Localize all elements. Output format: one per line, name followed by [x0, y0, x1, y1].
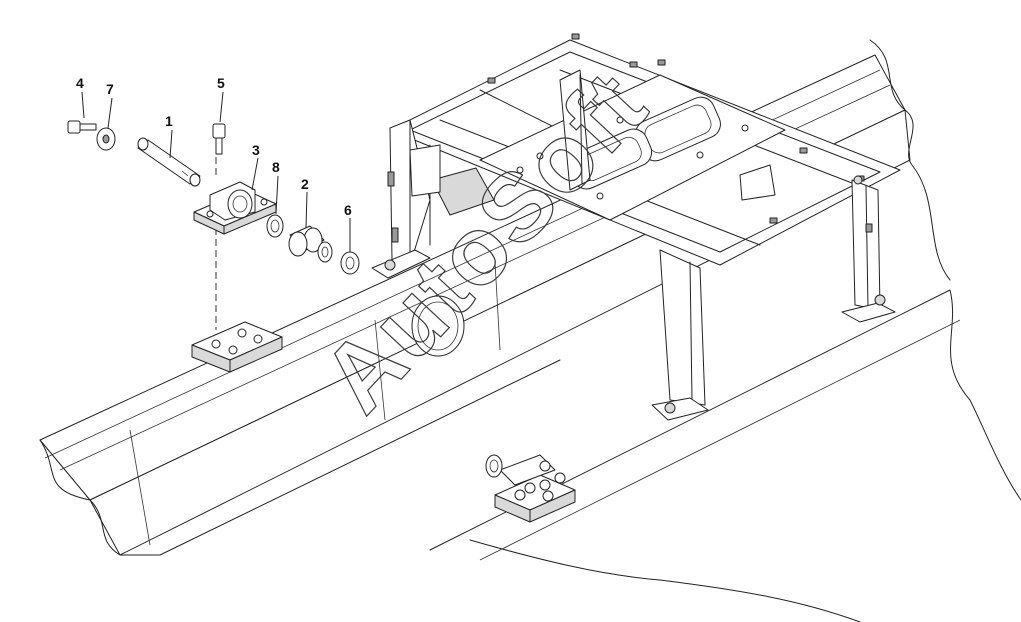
svg-text:6: 6	[344, 202, 352, 218]
part-5-screw	[212, 123, 226, 155]
callout-5: 5	[217, 75, 225, 123]
part-4-bolt	[67, 120, 97, 134]
svg-text:7: 7	[106, 81, 114, 97]
svg-text:8: 8	[272, 159, 280, 175]
valve-assembly	[485, 454, 576, 523]
part-7-washer	[96, 127, 116, 151]
svg-text:3: 3	[252, 142, 260, 158]
part-6-nut	[340, 251, 360, 275]
callout-1: 1	[165, 113, 173, 159]
part-1-pin	[137, 137, 201, 187]
base-block	[191, 321, 283, 373]
callout-8: 8	[272, 159, 280, 215]
svg-text:5: 5	[217, 75, 225, 91]
svg-text:4: 4	[76, 75, 84, 91]
callouts: 4 7 1 5 3 8 2 6	[76, 75, 352, 252]
part-3-bracket	[193, 181, 277, 235]
callout-2: 2	[301, 176, 309, 229]
callout-4: 4	[76, 75, 85, 119]
lower-floor-sheet	[429, 289, 1021, 622]
svg-text:1: 1	[165, 113, 173, 129]
part-8-washer	[266, 214, 284, 238]
callout-7: 7	[106, 81, 114, 129]
svg-text:2: 2	[301, 176, 309, 192]
exploded-parts	[67, 120, 360, 373]
subframe	[371, 33, 901, 421]
callout-6: 6	[344, 202, 352, 252]
callout-3: 3	[251, 142, 260, 191]
part-2-bushing	[288, 225, 333, 263]
